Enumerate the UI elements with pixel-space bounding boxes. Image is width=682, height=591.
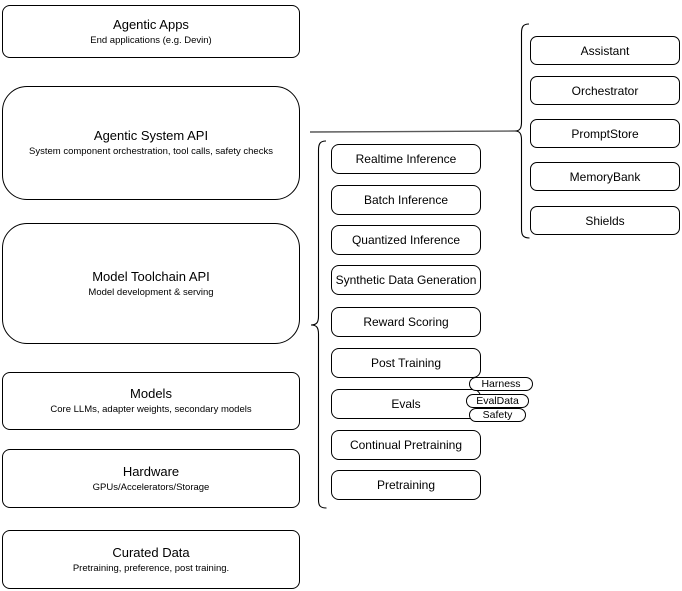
toolchain-label: Synthetic Data Generation <box>335 273 477 287</box>
layer-subtitle: GPUs/Accelerators/Storage <box>92 481 210 493</box>
layer-box-agentic-apps: Agentic Apps End applications (e.g. Devi… <box>2 5 300 58</box>
toolchain-label: Quantized Inference <box>351 233 461 247</box>
connector-line <box>309 130 516 133</box>
layer-box-agentic-system-api: Agentic System API System component orch… <box>2 86 300 200</box>
toolchain-box-quantized-inference: Quantized Inference <box>331 225 481 255</box>
toolchain-label: Batch Inference <box>363 193 449 207</box>
layer-subtitle: System component orchestration, tool cal… <box>29 146 273 157</box>
layer-subtitle: End applications (e.g. Devin) <box>90 34 212 46</box>
component-box-promptstore: PromptStore <box>530 119 680 148</box>
component-label: PromptStore <box>571 126 639 141</box>
toolchain-label: Continual Pretraining <box>349 438 463 452</box>
layer-title: Agentic System API <box>93 128 209 143</box>
component-box-memorybank: MemoryBank <box>530 162 680 191</box>
toolchain-box-batch-inference: Batch Inference <box>331 185 481 215</box>
component-label: MemoryBank <box>569 169 641 184</box>
toolchain-label: Post Training <box>370 356 442 370</box>
layer-box-curated-data: Curated Data Pretraining, preference, po… <box>2 530 300 589</box>
layer-title: Hardware <box>122 463 180 479</box>
layer-title: Curated Data <box>112 544 190 560</box>
component-box-shields: Shields <box>530 206 680 235</box>
toolchain-label: Pretraining <box>376 478 436 492</box>
toolchain-box-realtime-inference: Realtime Inference <box>331 144 481 174</box>
toolchain-box-post-training: Post Training <box>331 348 481 378</box>
evals-tag-safety: Safety <box>469 408 526 422</box>
brace-toolchain <box>310 140 327 509</box>
layer-subtitle: Pretraining, preference, post training. <box>72 562 230 574</box>
component-label: Shields <box>585 213 625 228</box>
toolchain-box-evals: Evals <box>331 389 481 419</box>
component-label: Assistant <box>580 43 630 58</box>
brace-system-components <box>514 23 530 239</box>
layer-subtitle: Model development & serving <box>88 286 214 298</box>
evals-tag-label: Safety <box>482 409 513 421</box>
toolchain-box-pretraining: Pretraining <box>331 470 481 500</box>
component-label: Orchestrator <box>571 83 639 98</box>
layer-box-hardware: Hardware GPUs/Accelerators/Storage <box>2 449 300 508</box>
toolchain-box-synthetic-data-generation: Synthetic Data Generation <box>331 265 481 295</box>
layer-subtitle: Core LLMs, adapter weights, secondary mo… <box>50 404 252 415</box>
layer-title: Model Toolchain API <box>92 268 210 284</box>
layer-box-models: Models Core LLMs, adapter weights, secon… <box>2 372 300 430</box>
evals-tag-evaldata: EvalData <box>466 394 529 408</box>
component-box-assistant: Assistant <box>530 36 680 65</box>
layer-title: Agentic Apps <box>113 16 189 32</box>
toolchain-label: Realtime Inference <box>355 152 457 166</box>
evals-tag-label: EvalData <box>476 395 519 407</box>
evals-tag-label: Harness <box>481 378 521 390</box>
toolchain-label: Evals <box>391 397 421 411</box>
evals-tag-harness: Harness <box>469 377 533 391</box>
toolchain-box-continual-pretraining: Continual Pretraining <box>331 430 481 460</box>
layer-box-model-toolchain-api: Model Toolchain API Model development & … <box>2 223 300 344</box>
toolchain-label: Reward Scoring <box>363 315 449 329</box>
toolchain-box-reward-scoring: Reward Scoring <box>331 307 481 337</box>
component-box-orchestrator: Orchestrator <box>530 76 680 105</box>
layer-title: Models <box>130 386 172 401</box>
